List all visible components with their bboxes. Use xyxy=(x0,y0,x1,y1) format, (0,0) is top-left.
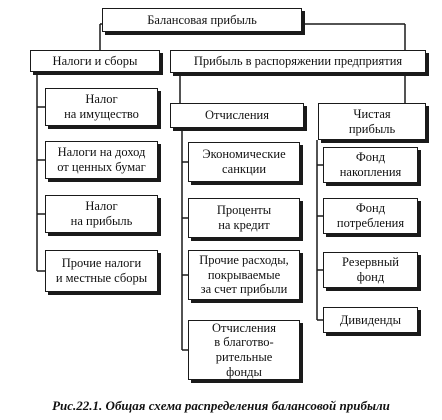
node-net-profit: Чистая прибыль xyxy=(318,103,426,140)
node-reserve-fund: Резервный фонд xyxy=(323,252,418,288)
node-deductions: Отчисления xyxy=(170,103,304,128)
figure-caption: Рис.22.1. Общая схема распределения бала… xyxy=(52,398,390,413)
node-accumulation-fund: Фонд накопления xyxy=(323,147,418,183)
node-other-expenses: Прочие расходы, покрываемые за счет приб… xyxy=(188,250,300,300)
node-loan-interest: Проценты на кредит xyxy=(188,198,300,238)
node-economic-sanctions: Экономические санкции xyxy=(188,142,300,182)
node-enterprise-profit: Прибыль в распоряжении предприятия xyxy=(170,50,426,73)
node-property-tax: Налог на имущество xyxy=(45,88,158,126)
node-consumption-fund: Фонд потребления xyxy=(323,198,418,234)
node-profit-tax: Налог на прибыль xyxy=(45,195,158,233)
node-balance-profit: Балансовая прибыль xyxy=(102,8,302,32)
node-taxes: Налоги и сборы xyxy=(30,50,160,72)
node-securities-income-tax: Налоги на доход от ценных бумаг xyxy=(45,141,158,179)
node-other-taxes: Прочие налоги и местные сборы xyxy=(45,250,158,292)
node-charity-deductions: Отчисления в благотво- рительные фонды xyxy=(188,320,300,380)
node-dividends: Дивиденды xyxy=(323,307,418,333)
